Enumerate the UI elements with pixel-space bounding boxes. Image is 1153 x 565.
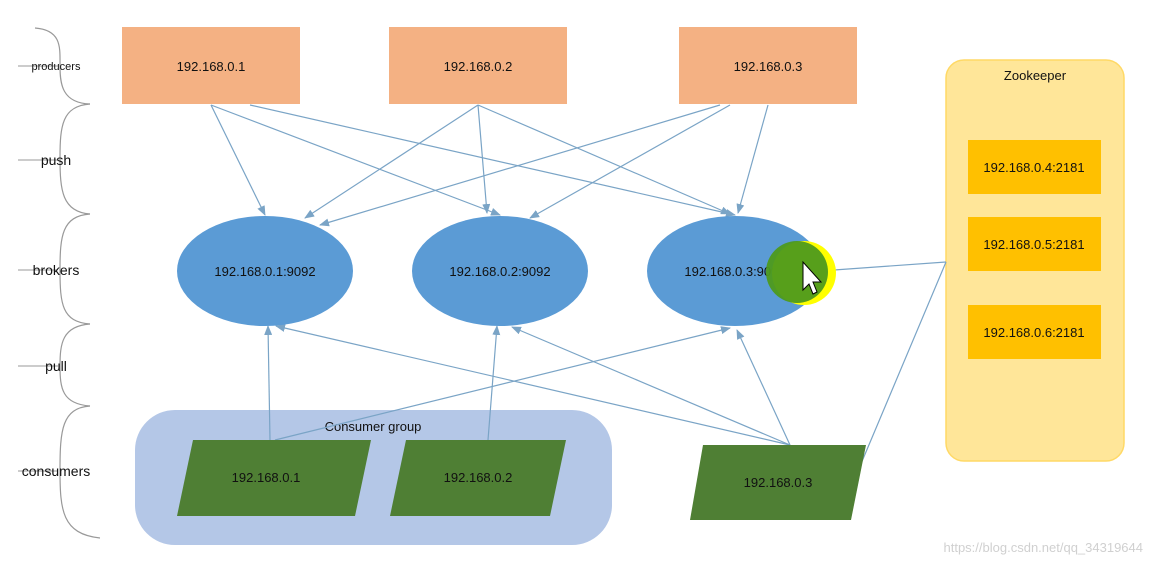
push-arrow-p2-b3: [477, 104, 731, 215]
consumer-node-2: [390, 440, 566, 516]
pull-arrow-c1-b1: [264, 325, 273, 441]
consumer-label-1: 192.168.0.1: [232, 470, 301, 485]
producer-node-2: [389, 27, 567, 104]
zookeeper-link-consumer: [854, 261, 947, 479]
zookeeper-node-label-3: 192.168.0.6:2181: [983, 325, 1084, 340]
producer-node-1: [122, 27, 300, 104]
pull-arrow-c3-b3: [736, 329, 791, 446]
producer-label-3: 192.168.0.3: [734, 59, 803, 74]
producer-node-3: [679, 27, 857, 104]
push-arrow-p1-b1: [210, 104, 266, 216]
broker-node-3: [647, 216, 823, 326]
layer-label-brokers: brokers: [33, 262, 80, 278]
zookeeper-link-broker: [819, 261, 947, 272]
push-arrow-p3-b1: [319, 104, 721, 227]
broker-label-2: 192.168.0.2:9092: [449, 264, 550, 279]
producer-label-1: 192.168.0.1: [177, 59, 246, 74]
zookeeper-node-3: [968, 305, 1101, 359]
consumer-node-1: [177, 440, 371, 516]
broker-label-1: 192.168.0.1:9092: [214, 264, 315, 279]
push-arrow-p2-b2: [477, 104, 491, 214]
pull-arrow-c2-b2: [487, 325, 501, 441]
consumer-label-2: 192.168.0.2: [444, 470, 513, 485]
producer-label-2: 192.168.0.2: [444, 59, 513, 74]
push-arrow-p1-b2: [210, 104, 501, 216]
push-arrow-p2-b1: [304, 104, 479, 219]
connections: [210, 104, 947, 479]
zookeeper-node-label-2: 192.168.0.5:2181: [983, 237, 1084, 252]
broker-node-2: [412, 216, 588, 326]
broker-label-3: 192.168.0.3:9092: [684, 264, 785, 279]
consumer-label-3: 192.168.0.3: [744, 475, 813, 490]
layer-label-producers: producers: [32, 61, 81, 73]
push-arrow-p3-b3: [736, 104, 769, 214]
layer-brace: [18, 27, 101, 539]
consumer-group-label: Consumer group: [325, 419, 422, 434]
watermark: https://blog.csdn.net/qq_34319644: [943, 540, 1144, 555]
layer-label-pull: pull: [45, 358, 67, 374]
zookeeper-node-2: [968, 217, 1101, 271]
broker-node-1: [177, 216, 353, 326]
pull-arrow-c1-b3: [274, 326, 731, 441]
layer-label-consumers: consumers: [22, 463, 90, 479]
push-arrow-p3-b2: [529, 104, 731, 219]
layer-label-push: push: [41, 152, 71, 168]
mouse-pointer-icon: [802, 260, 823, 295]
push-arrow-p1-b3: [249, 104, 736, 217]
zookeeper-node-label-1: 192.168.0.4:2181: [983, 160, 1084, 175]
zookeeper-title: Zookeeper: [1004, 68, 1067, 83]
pull-arrow-c3-b2: [511, 326, 791, 446]
zookeeper-node-1: [968, 140, 1101, 194]
consumer-node-3: [690, 445, 866, 520]
pull-arrow-c3-b1: [275, 324, 791, 446]
